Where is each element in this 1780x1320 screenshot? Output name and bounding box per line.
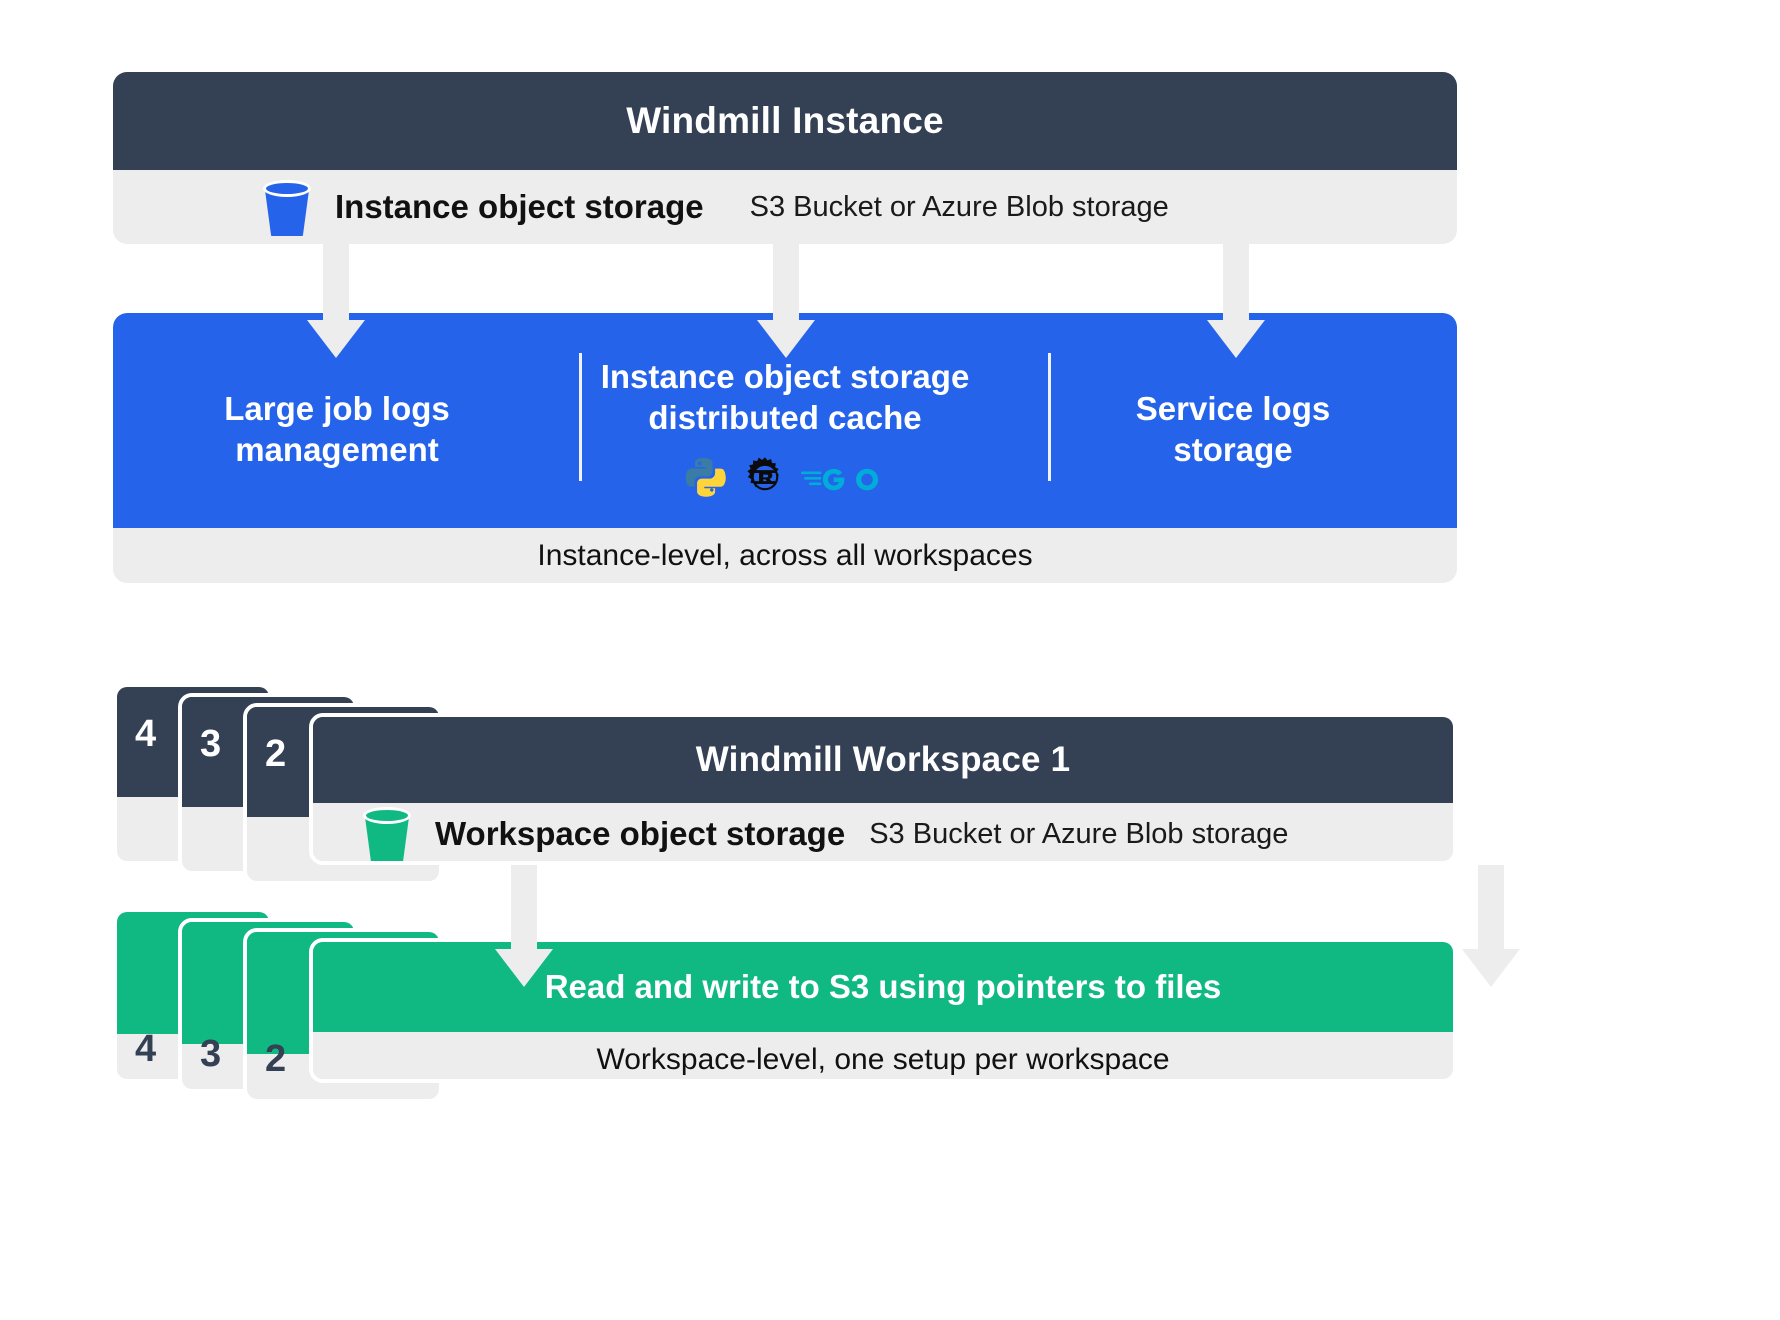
action-stack-number-2: 2 bbox=[265, 1038, 287, 1080]
python-logo bbox=[685, 457, 726, 497]
feature-title: Large job logs management bbox=[224, 390, 450, 468]
arrow-workspace-left bbox=[495, 865, 553, 987]
bucket-icon bbox=[361, 805, 413, 861]
rust-logo bbox=[747, 457, 780, 491]
arrow-workspace-right bbox=[1462, 865, 1520, 987]
bucket-icon bbox=[261, 178, 313, 236]
workspace-action-card: Read and write to S3 using pointers to f… bbox=[309, 938, 1457, 1083]
workspace-card: Windmill Workspace 1 Workspace object st… bbox=[309, 713, 1457, 865]
feature-service-logs: Service logs storage bbox=[1009, 313, 1457, 528]
feature-distributed-cache: Instance object storage distributed cach… bbox=[561, 313, 1009, 528]
go-logo bbox=[801, 468, 879, 490]
workspace-storage-row: Workspace object storage S3 Bucket or Az… bbox=[313, 803, 1453, 861]
workspace-stack-number-4: 4 bbox=[135, 713, 157, 755]
arrow-to-distributed-cache bbox=[757, 244, 815, 358]
workspace-title: Windmill Workspace 1 bbox=[313, 717, 1453, 803]
instance-card: Windmill Instance Instance object storag… bbox=[113, 72, 1457, 244]
feature-title: Service logs storage bbox=[1135, 390, 1331, 468]
workspace-stack-number-2: 2 bbox=[265, 733, 287, 775]
feature-divider-2 bbox=[1048, 353, 1051, 481]
language-logos bbox=[683, 452, 887, 502]
instance-storage-sub: S3 Bucket or Azure Blob storage bbox=[749, 190, 1169, 223]
arrow-to-large-job-logs bbox=[307, 244, 365, 358]
arrow-to-service-logs bbox=[1207, 244, 1265, 358]
feature-title: Instance object storage distributed cach… bbox=[600, 358, 970, 436]
workspace-storage-label: Workspace object storage bbox=[435, 815, 846, 852]
instance-storage-row: Instance object storage S3 Bucket or Azu… bbox=[113, 170, 1457, 244]
workspace-stack-number-3: 3 bbox=[200, 723, 222, 765]
workspace-level-caption: Workspace-level, one setup per workspace bbox=[313, 1032, 1453, 1079]
workspace-action-title: Read and write to S3 using pointers to f… bbox=[313, 942, 1453, 1032]
feature-divider-1 bbox=[579, 353, 582, 481]
instance-storage-label: Instance object storage bbox=[335, 188, 704, 225]
instance-level-caption: Instance-level, across all workspaces bbox=[113, 528, 1457, 583]
action-stack-number-4: 4 bbox=[135, 1028, 157, 1070]
action-stack-number-3: 3 bbox=[200, 1033, 222, 1075]
workspace-storage-sub: S3 Bucket or Azure Blob storage bbox=[869, 817, 1289, 850]
feature-large-job-logs: Large job logs management bbox=[113, 313, 561, 528]
instance-title: Windmill Instance bbox=[113, 72, 1457, 170]
